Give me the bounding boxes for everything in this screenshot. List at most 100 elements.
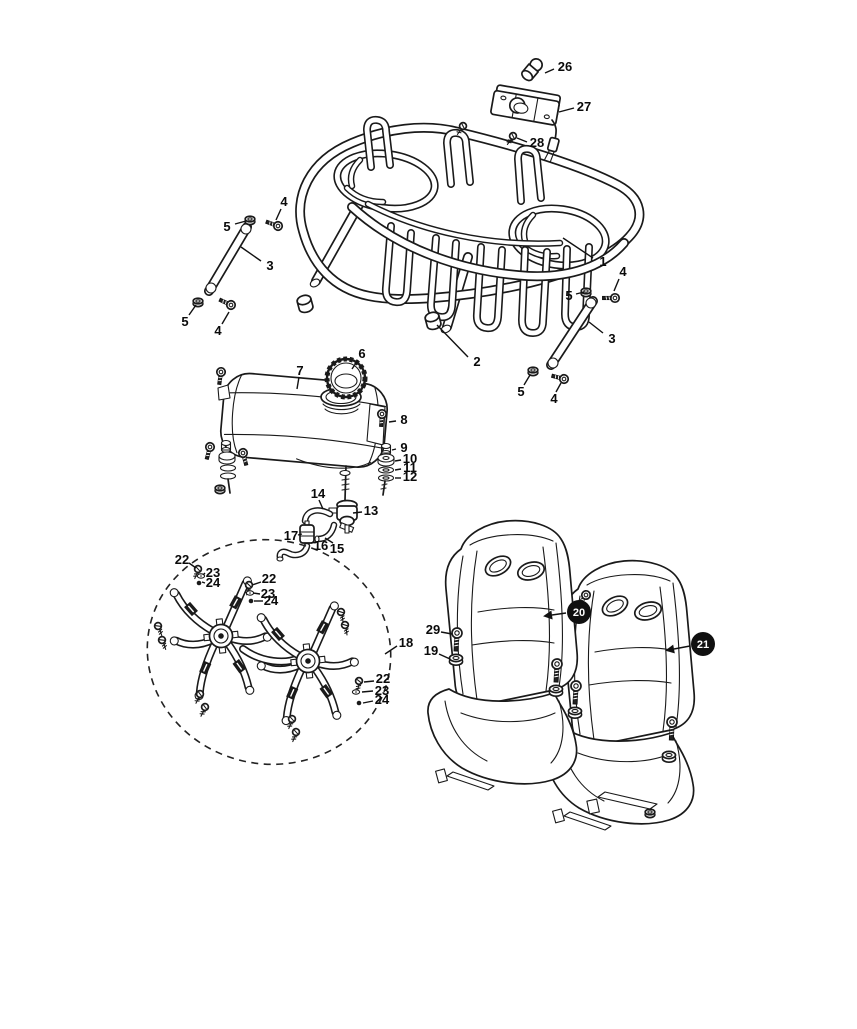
leader-line-24 (201, 581, 206, 584)
leader-line-2 (436, 324, 469, 358)
part-number-22: 22 (262, 571, 276, 586)
part-badge-21 (691, 632, 715, 656)
screw (152, 620, 167, 638)
leader-line-3 (240, 246, 262, 262)
rack-front-rail (347, 202, 629, 282)
leader-line-27 (558, 107, 575, 113)
screw (198, 701, 211, 719)
part-number-9: 9 (400, 440, 407, 455)
leader-line-16 (310, 541, 318, 544)
nut (448, 653, 464, 667)
fuel-hose (276, 542, 311, 562)
part-badge-20 (567, 600, 591, 624)
rack-leg-cap (295, 292, 315, 315)
leader-line-9 (391, 448, 397, 451)
leader-line-7 (296, 376, 300, 390)
screw (354, 676, 364, 692)
part-number-14: 14 (311, 486, 326, 501)
leader-line-29 (440, 631, 453, 635)
part-number-20: 20 (573, 607, 585, 619)
part-number-24: 24 (206, 575, 221, 590)
leader-line-15 (324, 537, 334, 544)
leader-line-5 (523, 374, 531, 386)
bulb (521, 58, 543, 82)
nut (548, 684, 564, 698)
dot-fastener (196, 580, 202, 586)
tail-light-assembly (454, 58, 562, 163)
nut (661, 750, 677, 764)
part-number-13: 13 (364, 503, 378, 518)
part-number-19: 19 (424, 643, 438, 658)
fuel-hose (314, 521, 338, 543)
part-number-2: 2 (473, 354, 480, 369)
rack-ledge-rail (364, 200, 564, 247)
leader-line-28 (516, 137, 528, 143)
part-number-15: 15 (330, 541, 344, 556)
part-number-23: 23 (206, 565, 220, 580)
support-strap-left (192, 215, 285, 312)
part-number-4: 4 (214, 323, 222, 338)
part-number-4: 4 (550, 391, 558, 406)
part-number-24: 24 (264, 593, 279, 608)
part-number-5: 5 (517, 384, 524, 399)
part-number-23: 23 (261, 586, 275, 601)
part-number-26: 26 (558, 59, 572, 74)
cargo-rack (295, 115, 645, 337)
part-number-28: 28 (530, 135, 544, 150)
leader-line-24 (362, 700, 374, 704)
screw (339, 619, 353, 637)
leader-line-8 (388, 420, 397, 423)
leader-line-4 (221, 311, 230, 325)
tank-bracket-left (214, 366, 231, 401)
leader-line-14 (318, 499, 324, 510)
leader-line-23 (361, 690, 374, 693)
washer (245, 590, 255, 596)
nut (567, 706, 583, 720)
screw (335, 606, 349, 624)
screw (290, 727, 301, 744)
dot-fastener (248, 598, 254, 604)
mount-stack-right (377, 442, 395, 496)
dot-fastener (356, 700, 362, 706)
washer (351, 689, 361, 695)
screw (156, 634, 171, 652)
leader-line-10 (394, 459, 402, 462)
leader-arrow-20 (543, 610, 553, 620)
leader-line-19 (438, 653, 451, 660)
part-number-8: 8 (400, 412, 407, 427)
harness-boundary-ellipse (146, 538, 392, 766)
part-number-23: 23 (375, 683, 389, 698)
part-number-4: 4 (280, 194, 288, 209)
leader-line-1 (562, 237, 594, 259)
leader-line-23 (202, 572, 206, 576)
leader-line-17 (297, 533, 303, 536)
leader-arrow-21 (665, 644, 675, 654)
leader-line-23 (252, 592, 261, 595)
part-number-22: 22 (376, 671, 390, 686)
leader-line-22 (188, 562, 197, 569)
leader-line-5 (188, 304, 197, 316)
fuel-cap (324, 356, 368, 400)
leader-line-11 (394, 468, 402, 471)
fuel-tank-assembly (201, 356, 395, 562)
part-number-1: 1 (599, 254, 606, 269)
leader-line-13 (352, 511, 363, 514)
fuel-valve (328, 465, 358, 534)
leader-line-4 (275, 208, 282, 221)
part-number-5: 5 (223, 219, 230, 234)
seat-slider-right (586, 791, 658, 819)
leader-line-18 (384, 645, 398, 655)
part-number-5: 5 (565, 288, 572, 303)
part-number-16: 16 (314, 538, 328, 553)
fuel-hose (301, 507, 334, 525)
leader-line-5 (575, 291, 585, 295)
part-number-18: 18 (399, 635, 413, 650)
part-number-22: 22 (175, 552, 189, 567)
leader-line-26 (544, 68, 555, 74)
part-number-24: 24 (375, 692, 390, 707)
tank-bracket-right (366, 403, 388, 446)
leader-line-4 (555, 382, 562, 393)
